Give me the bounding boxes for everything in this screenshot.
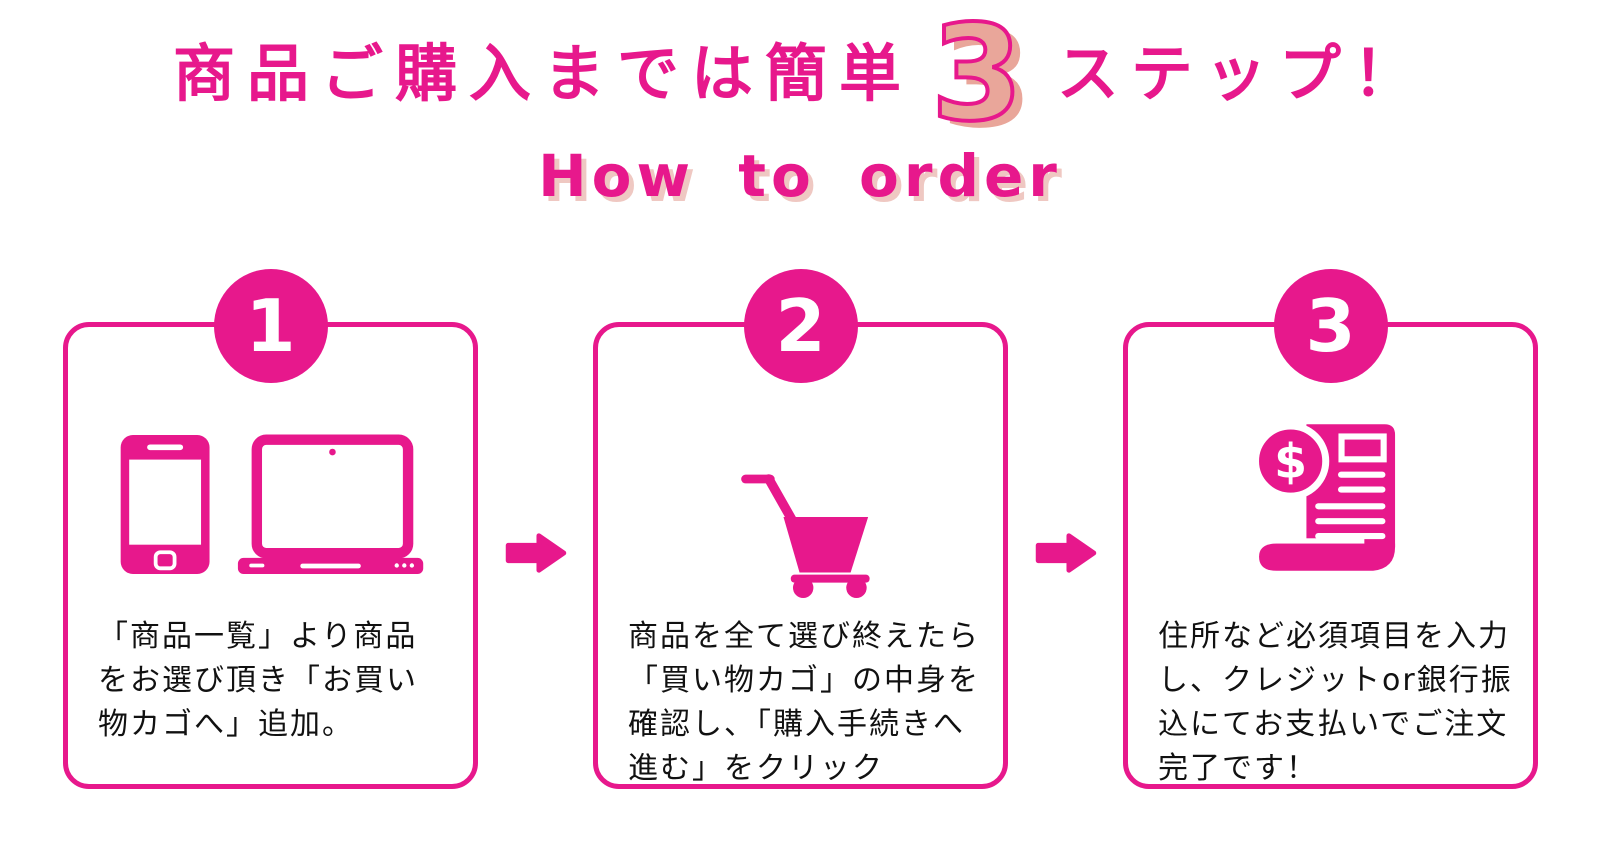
step-description-line: 込にてお支払いでご注文 (1158, 707, 1509, 742)
step-description-line: 「商品一覧」より商品 (98, 619, 418, 654)
step-number-badge: 2 (743, 269, 858, 383)
devices-icon (115, 431, 427, 582)
dollar-sign-glyph: $ (1274, 435, 1307, 490)
step-3-card: 3 $ (1123, 269, 1538, 791)
step-number-badge: 1 (213, 269, 328, 383)
page-title: 商品ご購入までは簡単 3 ステップ！ (0, 4, 1600, 144)
step-description-line: 進む」をクリック (628, 751, 884, 786)
step-1-card: 1 (63, 269, 478, 789)
cart-icon (726, 463, 876, 602)
invoice-icon: $ (1245, 411, 1417, 595)
right-arrow-icon (505, 533, 566, 573)
title-step-count: 3 (929, 0, 1025, 151)
step-3-description: 住所など必須項目を入力 し、クレジットor銀行振 込にてお支払いでご注文 完了で… (1158, 615, 1517, 791)
steps-row: 1 (63, 269, 1538, 791)
step-description-line: 物カゴへ」追加。 (98, 707, 354, 742)
step-1-description: 「商品一覧」より商品 をお選び頂き「お買い 物カゴへ」追加。 (98, 615, 457, 747)
step-description-line: 商品を全て選び終えたら (628, 619, 980, 654)
step-2-card: 2 商品を全て選び終えたら 「買い物カゴ」の中身を 確認し、「購入手続きへ 進む… (593, 269, 1008, 791)
step-description-line: し、クレジットor銀行振 (1158, 663, 1513, 698)
arrow-step2-to-step3 (1008, 322, 1123, 789)
subtitle-how-to-order: How to order (538, 142, 1062, 210)
step-description-line: 住所など必須項目を入力 (1158, 619, 1510, 654)
arrow-step1-to-step2 (478, 322, 593, 789)
step-description-line: 確認し、「購入手続きへ (628, 707, 965, 742)
right-arrow-icon (1035, 533, 1096, 573)
title-prefix: 商品ご購入までは簡単 (173, 36, 914, 110)
step-2-description: 商品を全て選び終えたら 「買い物カゴ」の中身を 確認し、「購入手続きへ 進む」を… (628, 615, 987, 791)
step-description-line: 「買い物カゴ」の中身を (628, 663, 980, 698)
step-description-line: 完了です！ (1158, 751, 1318, 786)
title-suffix: ステップ！ (1056, 36, 1427, 110)
step-number-badge: 3 (1273, 269, 1388, 383)
step-description-line: をお選び頂き「お買い (98, 663, 418, 698)
